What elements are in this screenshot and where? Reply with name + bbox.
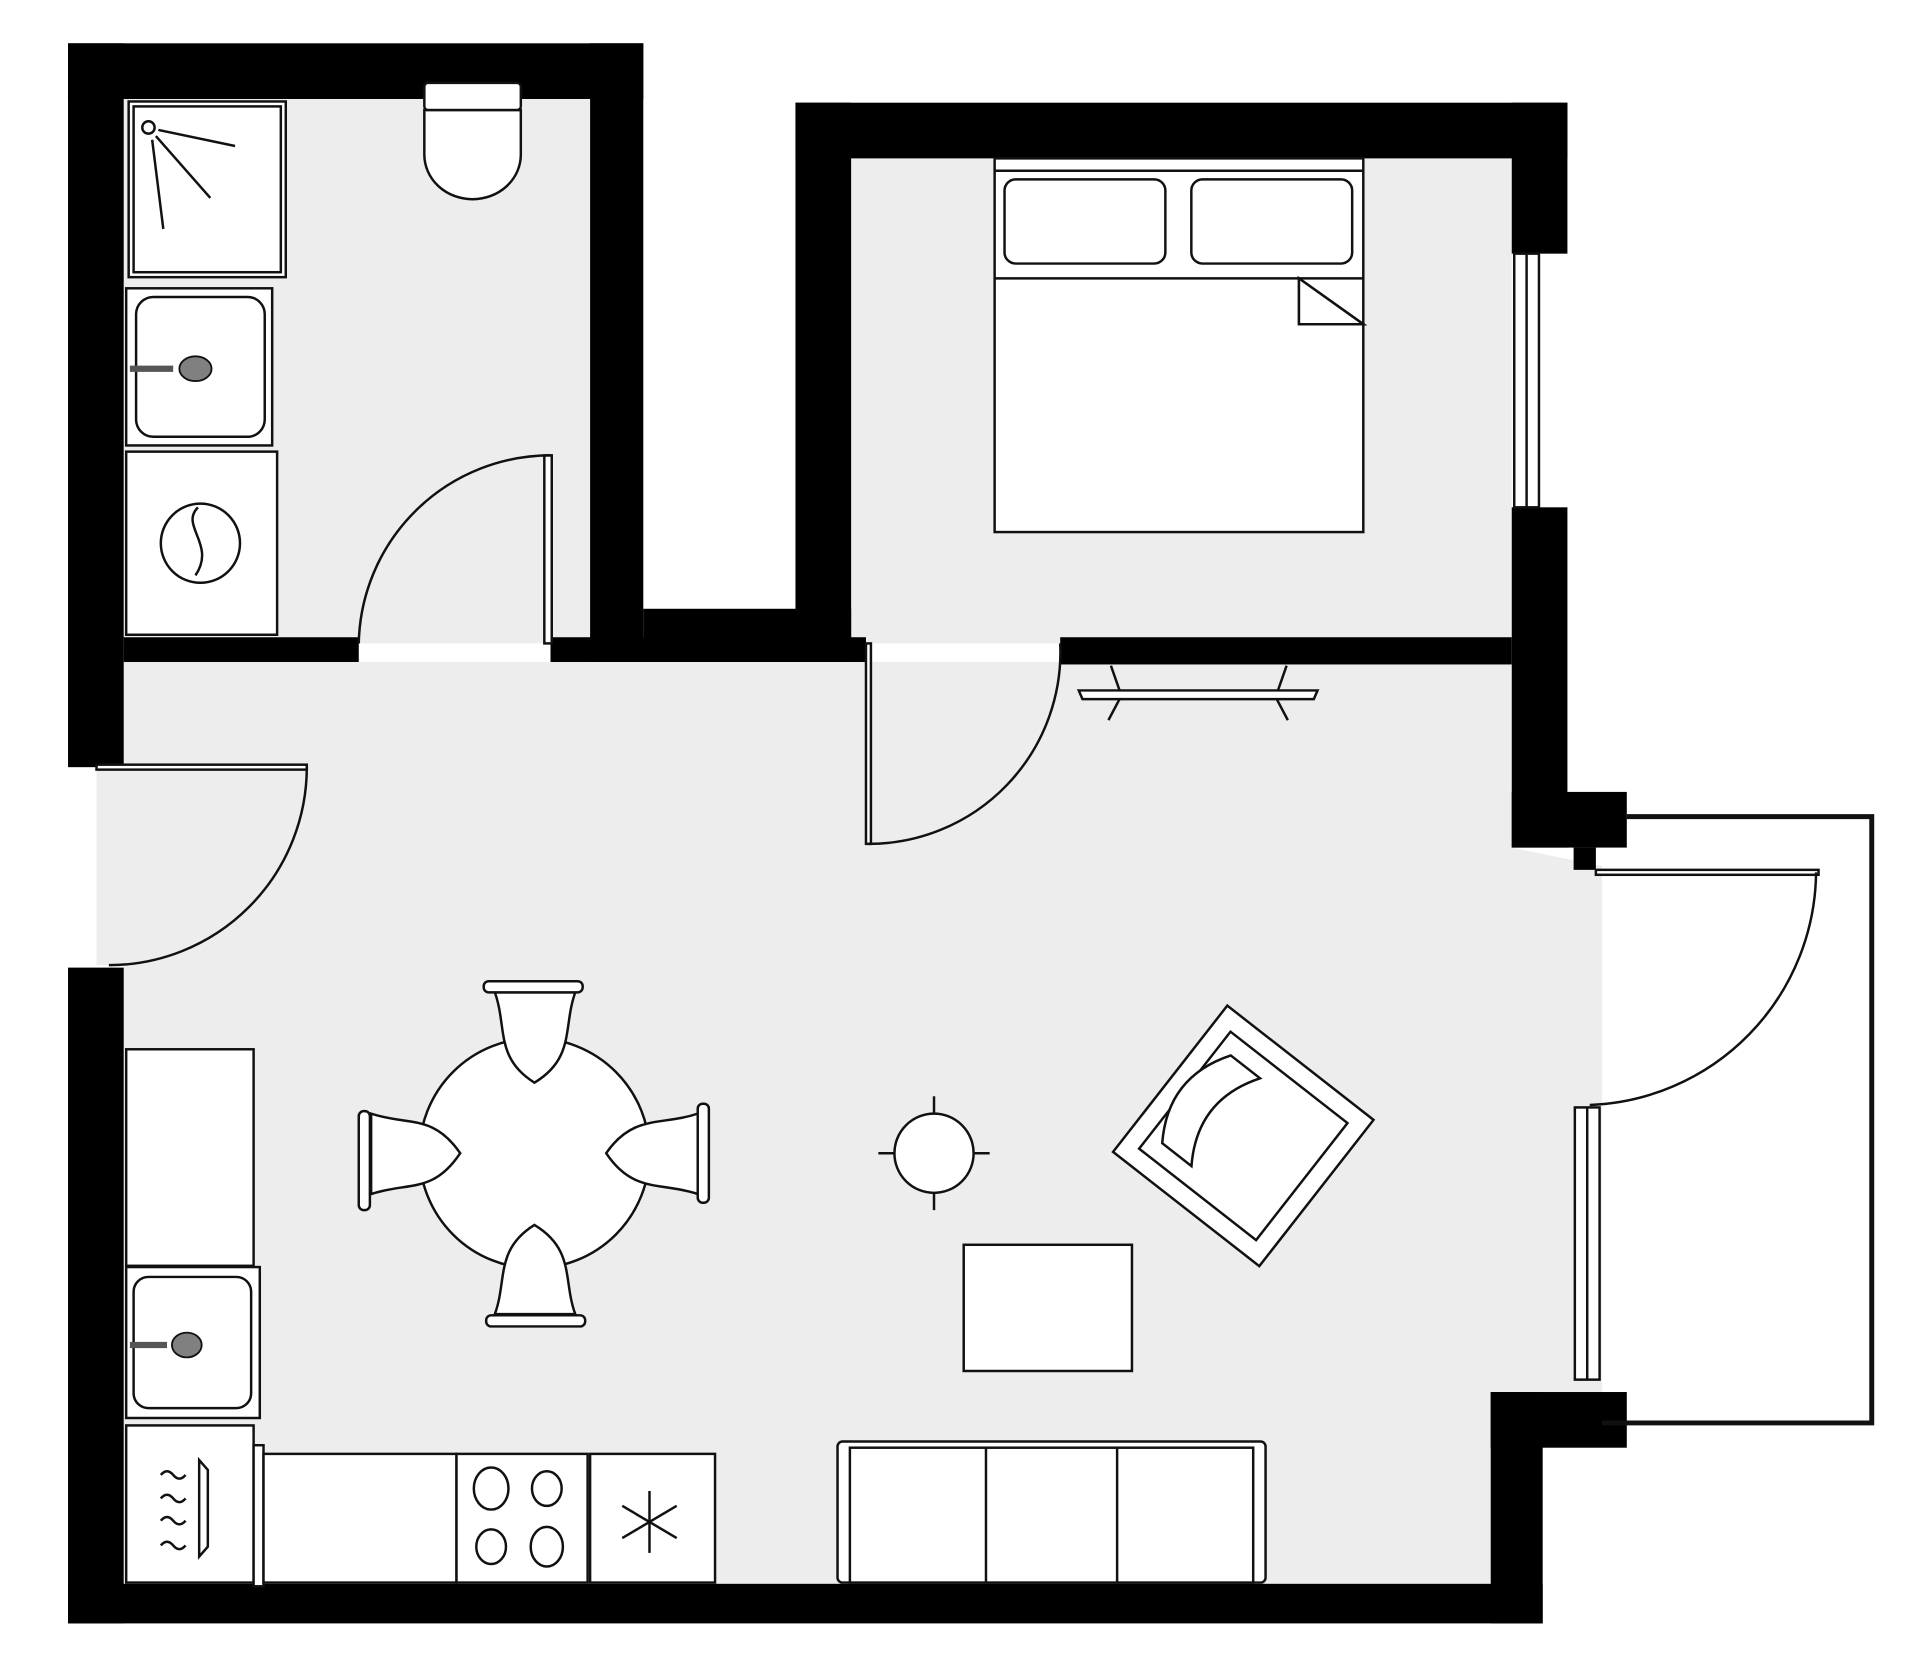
washing-machine-icon — [124, 450, 279, 636]
fridge-icon — [588, 1452, 717, 1584]
oven-icon — [124, 1424, 265, 1588]
shower-icon — [127, 100, 288, 279]
kitchen-sink-icon — [124, 1265, 262, 1420]
shelf-icon — [1076, 665, 1320, 721]
balcony-door[interactable] — [1589, 868, 1820, 1107]
bedroom-door[interactable] — [864, 642, 1062, 846]
living-floor — [96, 661, 1603, 1584]
chair-right — [604, 1102, 711, 1204]
chair-left — [357, 1109, 462, 1212]
chair-top — [482, 979, 584, 1085]
bathroom-sink-icon — [124, 287, 274, 447]
kitchen-counter — [124, 1048, 255, 1268]
stove-icon — [455, 1452, 589, 1584]
kitchen-worktop — [262, 1452, 458, 1584]
bathroom-door[interactable] — [357, 454, 553, 645]
bedroom-window — [1512, 252, 1541, 509]
toilet-icon — [423, 81, 523, 201]
armchair-icon — [1111, 1003, 1376, 1268]
balcony-window — [1573, 1106, 1601, 1381]
bed-icon — [993, 157, 1368, 534]
sofa-icon — [836, 1440, 1267, 1584]
coffee-table-icon — [962, 1243, 1134, 1373]
dining-table-icon — [357, 979, 711, 1328]
balcony-outline — [1602, 814, 1875, 1426]
side-table-icon — [878, 1096, 990, 1211]
walls — [68, 43, 1627, 1624]
chair-bottom — [484, 1223, 587, 1328]
entrance-door[interactable] — [95, 763, 309, 967]
